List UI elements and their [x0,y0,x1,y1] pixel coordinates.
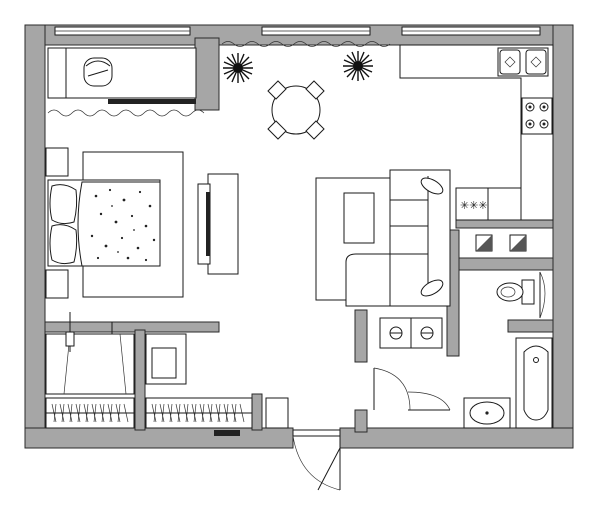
wall-bottom-right [339,427,574,449]
shoe-cabinet [265,397,289,429]
wall-closet-divider [134,329,146,431]
bedroom-set [45,147,184,299]
cushion [420,279,444,297]
plant-icon [343,51,373,81]
radiator [214,430,240,436]
desk [47,47,197,99]
bathroom-door [407,391,451,411]
dining-chair [267,120,287,140]
wall-wc-bottom [507,319,554,333]
nightstand [45,147,69,177]
wall-closet-end [251,393,263,431]
nightstand [45,269,69,299]
wall-pillar-top [194,37,220,111]
radiator [108,99,196,104]
sink-icon [497,47,549,77]
burner-icon [525,102,535,112]
curtain-bedroom [47,109,205,117]
cooktop-mark: ✳✳✳ [460,199,488,212]
tile [475,234,493,252]
wardrobe [45,312,135,395]
closet-rail [145,397,253,429]
burner-icon [539,102,549,112]
office-chair [83,57,113,87]
washbasin [463,397,511,429]
kitchen: ✳✳✳ [399,44,554,221]
wall-left [24,24,46,446]
curtain-living [221,41,391,47]
wardrobe [145,333,187,385]
dining-set [267,80,325,140]
closet-rail [45,397,135,429]
tv [206,192,210,256]
windows [54,26,541,104]
sofa [345,169,451,307]
tv-unit [197,173,239,275]
wc-door [539,271,546,319]
coffee-table [343,192,375,244]
desk-area [47,47,197,99]
pillow [49,224,78,265]
hall-cabinet [379,317,443,349]
wall-hall-lower [354,409,368,433]
wall-right [552,24,574,446]
dining-chair [305,80,325,100]
pillow [49,184,78,225]
living-set [315,169,451,307]
cushion [420,177,444,195]
entrance-door [292,429,341,491]
wall-bottom-left [24,427,294,449]
cooktop [521,97,553,135]
walls [24,24,574,449]
wall-bath-top [458,257,554,271]
dining-chair [267,80,287,100]
wall-hall-upper [354,309,368,363]
toilet-icon [496,279,535,305]
bathtub-icon [515,337,553,429]
duvet [77,181,161,267]
tile [509,234,527,252]
dining-chair [305,120,325,140]
wall-bedroom-partition [44,321,220,333]
burner-icon [525,119,535,129]
wall-kitchen-bottom [455,219,554,229]
hall-door [373,367,411,411]
burner-icon [539,119,549,129]
plant-icon [223,53,253,83]
dining-table [271,85,321,135]
